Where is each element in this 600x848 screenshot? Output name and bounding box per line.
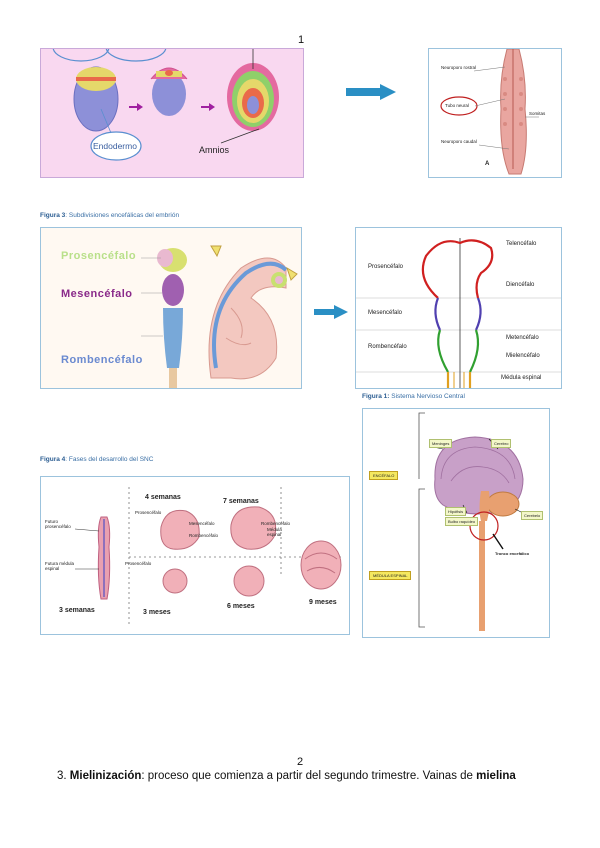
label-6-meses: 6 meses [227, 603, 255, 610]
label-prosencefalo: Prosencéfalo [61, 250, 136, 262]
label-amnios: Amnios [199, 145, 229, 155]
label-bulbo-raquideo: Bulbo raquídeo [445, 517, 478, 526]
label-mesencefalo: Mesencéfalo [61, 288, 133, 300]
arrow-right-icon [314, 305, 348, 319]
page-number-bottom: 2 [297, 756, 303, 768]
neural-tube-figure: Neuroporo rostral Tubo neural Somitas Ne… [428, 48, 562, 178]
label-mielencefalo: Mielencéfalo [506, 353, 540, 359]
central-nervous-system-figure: Meninges Cerebro ENCÉFALO Hipófisis Bulb… [362, 408, 550, 638]
label-4-semanas: 4 semanas [145, 494, 181, 501]
cns-development-phases-figure: Futuro prosencéfalo Futura médula espina… [40, 476, 350, 635]
label-tubo-neural: Tubo neural [445, 103, 469, 108]
label-3-semanas: 3 semanas [59, 607, 95, 614]
label-medula-espinal: MÉDULA ESPINAL [369, 571, 411, 580]
label-medula-espinal-7w: Médula espinal [267, 527, 291, 537]
page-number-top: 1 [298, 34, 304, 46]
label-tronco-encefalico: Tronco encefálico [495, 551, 529, 556]
label-mesencefalo-4w: Mesencéfalo [189, 521, 215, 526]
label-prosencefalo-right: Prosencéfalo [368, 264, 403, 270]
label-encefalo: ENCÉFALO [369, 471, 398, 480]
label-prosencefalo-3m: Prosencéfalo [125, 561, 151, 566]
figure4-caption: Figura 4: Fases del desarrollo del SNC [40, 456, 153, 463]
label-rombencefalo-right: Rombencéfalo [368, 344, 407, 350]
encephalic-subdivisions-figure: Prosencéfalo Mesencéfalo Rombencéfalo [40, 227, 302, 389]
label-neuroporo-rostral: Neuroporo rostral [441, 65, 476, 70]
label-cerebro: Cerebro [491, 439, 511, 448]
label-rombencefalo-7w: Rombencéfalo [261, 521, 290, 526]
figure1-caption: Figura 1: Sistema Nervioso Central [362, 393, 465, 400]
figure3-caption: Figura 3: Subdivisiones encefálicas del … [40, 212, 179, 219]
label-mesencefalo-right: Mesencéfalo [368, 310, 402, 316]
label-a: A [485, 161, 489, 167]
label-9-meses: 9 meses [309, 599, 337, 606]
label-metencefalo: Metencéfalo [506, 335, 539, 341]
label-futuro-prosencefalo: Futuro prosencéfalo [45, 519, 79, 529]
label-rombencefalo: Rombencéfalo [61, 354, 143, 366]
arrow-right-icon [346, 84, 396, 100]
label-somitas: Somitas [529, 111, 545, 116]
label-medula-espinal-right: Médula espinal [501, 375, 541, 381]
encephalic-schematic-figure: Telencéfalo Prosencéfalo Diencéfalo Mese… [355, 227, 562, 389]
label-futura-medula: Futura médula espinal [45, 561, 79, 571]
label-7-semanas: 7 semanas [223, 498, 259, 505]
mielinizacion-paragraph: 3. Mielinización: proceso que comienza a… [57, 770, 516, 782]
label-cerebelo: Cerebelo [521, 511, 543, 520]
label-hipofisis: Hipófisis [445, 507, 466, 516]
label-rombencefalo-4w: Rombencéfalo [189, 533, 218, 538]
embryo-layers-figure: Endodermo Amnios [40, 48, 304, 178]
embryo-layers-illustration [41, 49, 303, 177]
label-3-meses: 3 meses [143, 609, 171, 616]
label-telencefalo: Telencéfalo [506, 241, 536, 247]
label-endodermo: Endodermo [93, 141, 137, 151]
label-prosencefalo-4w: Prosencéfalo [135, 510, 161, 515]
label-diencefalo: Diencéfalo [506, 282, 534, 288]
label-neuroporo-caudal: Neuroporo caudal [441, 139, 477, 144]
label-meninges: Meninges [429, 439, 452, 448]
neural-tube-schematic [356, 228, 561, 388]
